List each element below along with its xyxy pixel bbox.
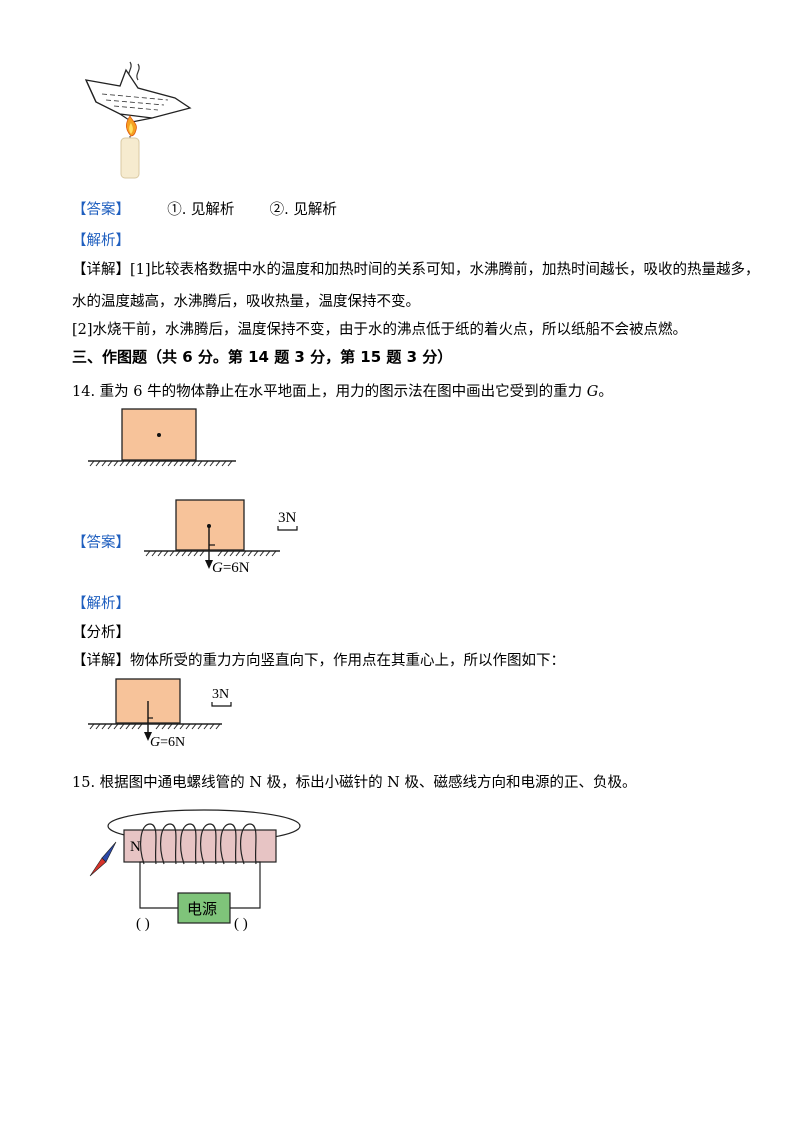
q13-detail-line-3: [2]水烧干前，水沸腾后，温度保持不变，由于水的沸点低于纸的着火点，所以纸船不会… <box>72 322 688 338</box>
paren-left: ( ) <box>136 916 150 932</box>
detail-text: 物体所受的重力方向竖直向下，作用点在其重心上，所以作图如下： <box>130 653 565 669</box>
q14-answer-figure: 3N G=6N <box>144 499 298 576</box>
paper-boat-candle-illustration <box>84 61 192 179</box>
detail-text: [1]比较表格数据中水的温度和加热时间的关系可知，水沸腾前，加热时间越长，吸收的… <box>130 262 760 278</box>
answer-item-1: ①. 见解析 <box>167 202 235 218</box>
q14-question-text: 14. 重为 6 牛的物体静止在水平地面上，用力的图示法在图中画出它受到的重力 <box>72 384 587 400</box>
q13-answer-line: 【答案】 ①. 见解析 ②. 见解析 <box>72 198 337 219</box>
q14-question: 14. 重为 6 牛的物体静止在水平地面上，用力的图示法在图中画出它受到的重力 … <box>72 380 613 401</box>
detail-tag: 【详解】 <box>72 262 130 278</box>
q14-question-end: 。 <box>598 384 613 400</box>
q13-analysis-tag: 【解析】 <box>72 233 130 249</box>
scale-label: 3N <box>278 510 297 526</box>
answer-item-2: ②. 见解析 <box>269 202 337 218</box>
force-label: G=6N <box>212 560 250 576</box>
q15-question: 15. 根据图中通电螺线管的 N 极，标出小磁针的 N 极、磁感线方向和电源的正… <box>72 775 637 791</box>
scale-label: 3N <box>212 687 229 702</box>
q13-detail-line-1: 【详解】[1]比较表格数据中水的温度和加热时间的关系可知，水沸腾前，加热时间越长… <box>72 258 760 279</box>
paren-right: ( ) <box>234 916 248 932</box>
n-pole-label: N <box>130 839 141 855</box>
answer-tag: 【答案】 <box>72 202 130 218</box>
power-source-label: 电源 <box>187 901 217 918</box>
q14-question-var: G <box>586 384 599 400</box>
section-heading: 三、作图题（共 6 分。第 14 题 3 分，第 15 题 3 分） <box>72 348 453 366</box>
q14-fenxi-tag: 【分析】 <box>72 625 130 641</box>
q14-question-figure <box>88 408 236 467</box>
q14-detail-figure: 3N G=6N <box>88 678 232 750</box>
q14-detail-line: 【详解】物体所受的重力方向竖直向下，作用点在其重心上，所以作图如下： <box>72 649 565 670</box>
q13-detail-line-2: 水的温度越高，水沸腾后，吸收热量，温度保持不变。 <box>72 294 420 310</box>
detail-tag: 【详解】 <box>72 653 130 669</box>
q15-solenoid-figure: N 电源 ( ) ( ) <box>89 809 301 932</box>
q14-answer-tag: 【答案】 <box>72 535 130 551</box>
force-label: G=6N <box>150 735 185 750</box>
q14-analysis-tag: 【解析】 <box>72 596 130 612</box>
